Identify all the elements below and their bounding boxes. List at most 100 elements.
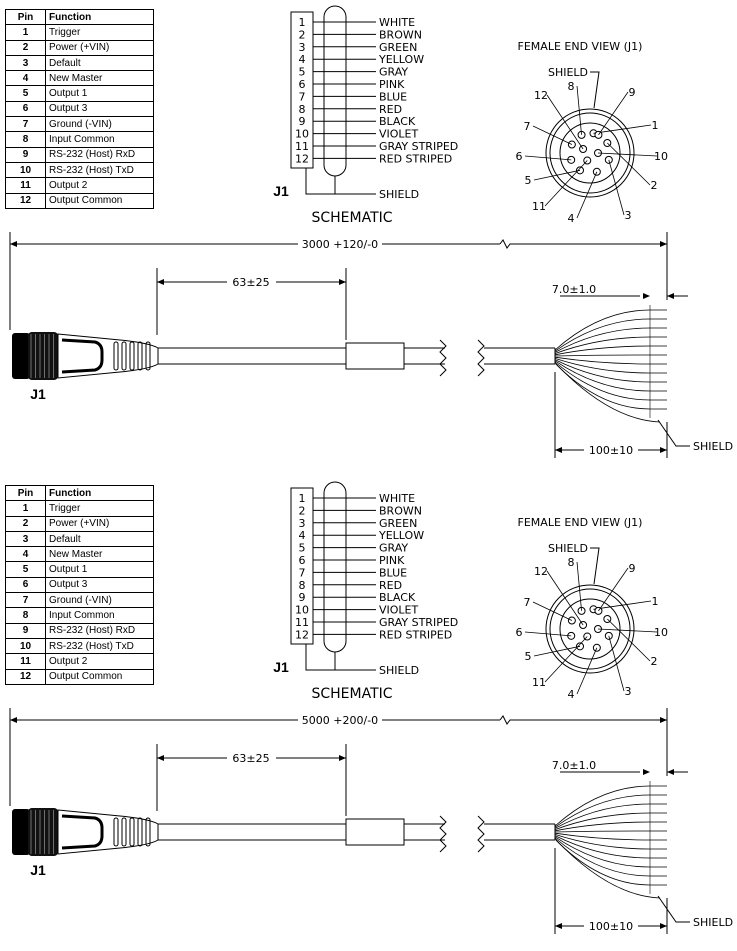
connector-label: J1 [273, 183, 289, 199]
pin-number-cell: 12 [5, 668, 46, 685]
break-zigzag [477, 815, 485, 853]
pin-function-cell: Output Common [45, 192, 154, 209]
schematic-pin-number: 7 [299, 566, 306, 579]
conductor-lead [554, 785, 667, 827]
schematic-pin-number: 11 [295, 140, 309, 153]
shield-leader [590, 547, 600, 585]
pin-leader [546, 94, 584, 150]
schematic-pin-number: 4 [299, 529, 306, 542]
schematic-pin-number: 7 [299, 90, 306, 103]
conductor-lead [554, 359, 667, 383]
end-view-pin-label: 12 [534, 565, 548, 578]
pin-leader [524, 631, 572, 637]
end-view-pin-label: 3 [625, 685, 632, 698]
pin-leader [593, 124, 652, 134]
conductor-lead [554, 830, 667, 833]
shield-label: SHIELD [379, 664, 419, 677]
leads-length-dimension: 100±10 [589, 920, 633, 933]
pin-leader [532, 125, 573, 145]
end-view-pin-label: 6 [516, 626, 523, 639]
shield-leader [657, 895, 690, 923]
end-view-pin-label: 3 [625, 209, 632, 222]
strain-relief-rib [145, 341, 151, 371]
shield-loop [323, 481, 347, 653]
conductor-lead [554, 356, 667, 365]
pin-socket [604, 631, 613, 640]
pin-leader [593, 600, 652, 610]
overmold-grip [61, 814, 104, 850]
pin-leader [533, 645, 581, 657]
wire-color-label: GREEN [379, 41, 417, 54]
end-view-pin-label: 11 [532, 676, 546, 689]
wire-color-label: GRAY [379, 66, 408, 79]
wire-color-label: GREEN [379, 517, 417, 530]
pin-socket [592, 643, 601, 652]
arrowhead [555, 923, 562, 929]
wire-color-label: GRAY STRIPED [379, 616, 458, 629]
shield-lead [555, 363, 661, 423]
connector-outer [545, 108, 635, 198]
schematic-pin-number: 9 [299, 115, 306, 128]
wire-color-label: WHITE [379, 16, 415, 29]
schematic-pin-number: 8 [299, 579, 306, 592]
pin-leader [607, 142, 651, 186]
arrowhead [157, 755, 164, 761]
pin-leader [597, 152, 658, 157]
conductor-lead [554, 803, 667, 829]
shield-leader [657, 419, 690, 447]
schematic-title: SCHEMATIC [311, 210, 392, 226]
conductor-lead [554, 354, 667, 357]
wire-color-label: BLACK [379, 591, 416, 604]
arrowhead [660, 717, 667, 723]
arrowhead [10, 241, 17, 247]
connector-label: J1 [30, 862, 46, 878]
cable-label-sleeve [345, 818, 405, 846]
strip-length-dimension: 7.0±1.0 [552, 759, 596, 772]
wire-color-label: BLUE [379, 566, 407, 579]
shield-leader [590, 71, 600, 109]
schematic-pin-number: 6 [299, 78, 306, 91]
pin-leader [576, 171, 598, 219]
end-view-pin-label: 2 [651, 655, 658, 668]
schematic-pin-number: 11 [295, 616, 309, 629]
arrowhead [643, 769, 650, 775]
conductor-lead [554, 812, 667, 830]
schematic-pin-number: 12 [295, 628, 309, 641]
shield-lead [305, 168, 376, 195]
pin-function-cell: Output Common [45, 668, 154, 685]
pin-leader [533, 169, 581, 181]
end-view-pin-label: 5 [525, 174, 532, 187]
schematic-pin-number: 4 [299, 53, 306, 66]
conductor-lead [554, 794, 667, 828]
shield-loop [323, 5, 347, 177]
end-view-pin-label: 4 [568, 212, 575, 225]
wire-color-label: WHITE [379, 492, 415, 505]
schematic-pin-number: 3 [299, 517, 306, 530]
strain-relief-rib [129, 817, 135, 847]
conductor-lead [554, 358, 667, 374]
schematic-pin-number: 9 [299, 591, 306, 604]
conductor-lead [554, 318, 667, 352]
end-view-pin-label: 9 [629, 562, 636, 575]
arrowhead [643, 293, 650, 299]
connector-inner-ring [549, 112, 631, 194]
shield-lead [305, 644, 376, 671]
conductor-lead [554, 360, 667, 392]
arrowhead [10, 717, 17, 723]
conductor-lead [554, 832, 667, 841]
schematic-pin-number: 12 [295, 152, 309, 165]
overall-length-dimension: 5000 +200/-0 [302, 714, 378, 727]
pin-leader [576, 561, 582, 611]
connector-length-dimension: 63±25 [232, 752, 269, 765]
schematic-pin-number: 5 [299, 66, 306, 79]
wire-color-label: RED [379, 103, 402, 116]
pin-number-cell: 12 [5, 192, 46, 209]
wire-color-label: RED STRIPED [379, 152, 452, 165]
